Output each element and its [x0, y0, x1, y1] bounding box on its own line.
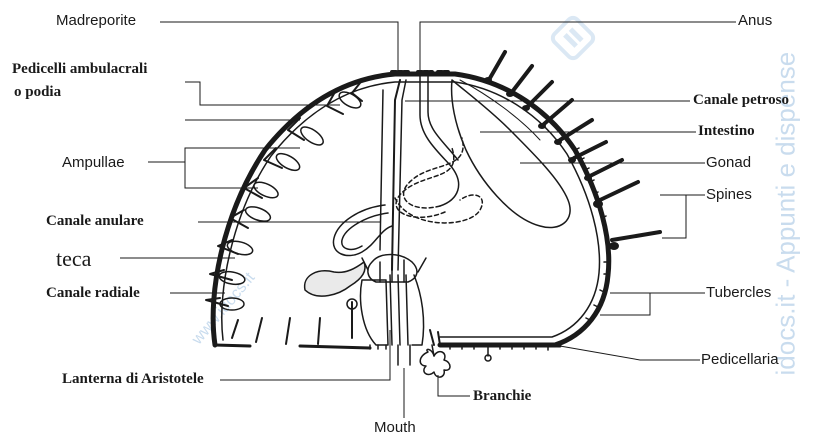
label-canale-petroso: Canale petroso	[693, 93, 789, 108]
peristome-right	[430, 330, 440, 345]
leader-madreporite	[160, 22, 398, 70]
test-inner-outline	[222, 82, 600, 340]
aristotles-lantern	[361, 255, 426, 346]
label-anus: Anus	[738, 13, 772, 28]
axial-line	[380, 90, 383, 250]
leader-branchie	[438, 375, 470, 396]
label-gonad: Gonad	[706, 155, 751, 170]
intestine	[396, 138, 463, 217]
label-spines: Spines	[706, 187, 752, 202]
mouth-opening	[398, 345, 410, 365]
label-branchie: Branchie	[473, 389, 531, 404]
ring-canal	[333, 205, 392, 256]
leader-lanterna	[220, 330, 390, 380]
label-lanterna: Lanterna di Aristotele	[62, 372, 204, 387]
tube-feet-left	[206, 83, 362, 344]
label-tubercles: Tubercles	[706, 285, 771, 300]
leader-spines	[660, 195, 705, 238]
label-pedicelli: Pedicelli ambulacrali	[12, 62, 147, 77]
leader-pedicellaria	[560, 346, 700, 360]
leader-tubercles	[600, 293, 705, 315]
oral-floor	[215, 345, 370, 348]
label-teca: teca	[56, 248, 91, 270]
label-pedicellaria: Pedicellaria	[701, 352, 779, 367]
stone-canal-inner	[398, 80, 406, 270]
label-mouth: Mouth	[374, 420, 416, 435]
label-canale-radiale: Canale radiale	[46, 286, 140, 301]
rectum-inner	[428, 75, 458, 160]
label-ampullae: Ampullae	[62, 155, 125, 170]
rectum	[420, 75, 459, 206]
label-podia: o podia	[14, 85, 61, 100]
label-canale-anulare: Canale anulare	[46, 214, 144, 229]
gonad	[452, 80, 571, 228]
gills	[420, 349, 450, 377]
intestine-lower	[395, 195, 482, 223]
leader-anus	[420, 22, 736, 70]
gill-stalk	[432, 345, 434, 356]
polian-vesicle	[305, 262, 365, 296]
label-intestino: Intestino	[698, 124, 755, 139]
label-madreporite: Madreporite	[56, 13, 136, 28]
test-outer-outline	[213, 74, 609, 345]
